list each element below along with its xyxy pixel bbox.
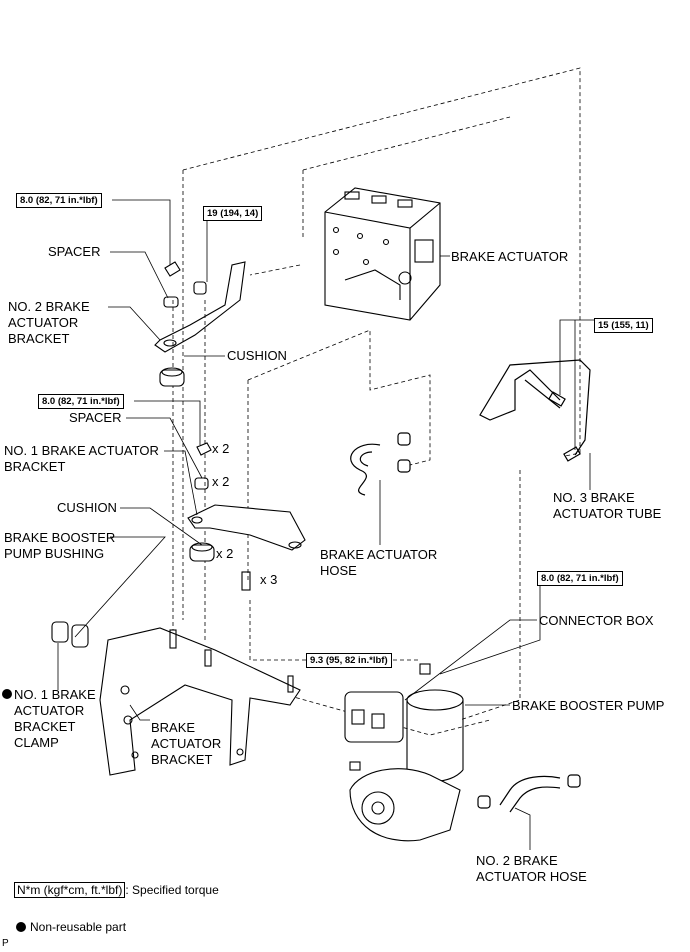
no2-hose (477, 774, 581, 813)
torque-box: 8.0 (82, 71 in.*lbf) (537, 571, 623, 586)
qty-spacer-mid: x 2 (212, 474, 230, 489)
actuator-hose (350, 432, 411, 496)
legend-nonreusable-text: Non-reusable part (30, 920, 127, 934)
actuator-bracket (99, 627, 301, 776)
label-connector-box: CONNECTOR BOX (539, 613, 654, 628)
dashed-guide-lines (172, 67, 581, 736)
label-cushion-mid: CUSHION (57, 500, 117, 515)
label-no1-bracket: NO. 1 BRAKE ACTUATOR BRACKET (4, 443, 159, 474)
qty-bolts: x 3 (260, 572, 278, 587)
label-no2-hose: NO. 2 BRAKE ACTUATOR HOSE (476, 853, 587, 884)
label-booster-pump: BRAKE BOOSTER PUMP (512, 698, 665, 713)
torque-box: 8.0 (82, 71 in.*lbf) (38, 394, 124, 409)
label-cushion-top: CUSHION (227, 348, 287, 363)
nonreusable-dot (16, 922, 26, 932)
torque-box: 19 (194, 14) (203, 206, 263, 221)
torque-box: 15 (155, 11) (594, 318, 653, 333)
nonreusable-dot (2, 689, 12, 699)
bushing-clamp (51, 621, 89, 648)
booster-pump-assembly (344, 663, 464, 842)
label-booster-bushing: BRAKE BOOSTER PUMP BUSHING (4, 530, 116, 561)
label-spacer-top: SPACER (48, 244, 101, 259)
torque-box: 8.0 (82, 71 in.*lbf) (16, 193, 102, 208)
corner-mark: P (2, 938, 9, 949)
qty-cushion-mid: x 2 (216, 546, 234, 561)
legend-torque-desc: : Specified torque (125, 883, 219, 897)
label-brake-actuator: BRAKE ACTUATOR (451, 249, 569, 264)
qty-nut-mid: x 2 (212, 441, 230, 456)
label-no3-tube: NO. 3 BRAKE ACTUATOR TUBE (553, 490, 662, 521)
brake-actuator-unit (324, 187, 441, 321)
legend-nonreusable: Non-reusable part (16, 919, 126, 935)
torque-box: 9.3 (95, 82 in.*lbf) (306, 653, 392, 668)
label-spacer-mid: SPACER (69, 410, 122, 425)
no2-bracket-parts (154, 261, 246, 387)
label-actuator-bracket: BRAKE ACTUATOR BRACKET (151, 720, 222, 767)
no1-bracket-parts (187, 442, 306, 591)
label-no2-bracket: NO. 2 BRAKE ACTUATOR BRACKET (8, 299, 90, 346)
label-actuator-hose: BRAKE ACTUATOR HOSE (320, 547, 438, 578)
legend: N*m (kgf*cm, ft.*lbf): Specified torque (14, 882, 219, 898)
leader-lines (57, 199, 594, 850)
label-no1-clamp: NO. 1 BRAKE ACTUATOR BRACKET CLAMP (14, 687, 96, 750)
legend-torque-unit: N*m (kgf*cm, ft.*lbf) (14, 882, 126, 898)
no3-tube (479, 359, 591, 462)
